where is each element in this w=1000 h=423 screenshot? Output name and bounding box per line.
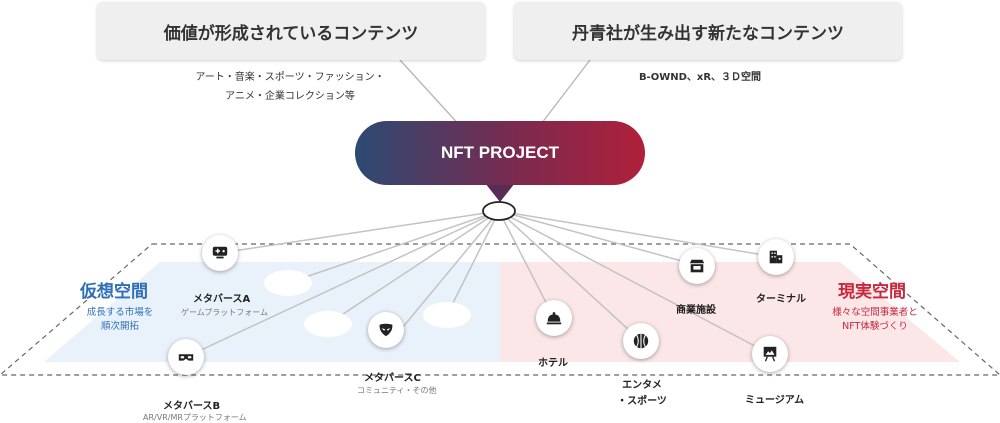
entertainment-sports-node[interactable] [623,323,659,359]
metaverse-a-label: メタバースA [193,294,251,305]
metaverse-a-sub: ゲームプラットフォーム [181,308,269,317]
metaverse-c-sub: コミュニティ・その他 [357,386,437,395]
nft-project-pill: NFT PROJECT [355,121,645,185]
nft-project-label: NFT PROJECT [440,143,560,162]
mask-icon [379,323,393,337]
existing-content-box: 価値が形成されているコンテンツ [97,2,485,60]
new-content-title: 丹青社が生み出す新たなコンテンツ [572,23,844,44]
buildings-icon [769,250,783,264]
existing-content-desc: アート・音楽・スポーツ・ファッション・ アニメ・企業コレクション等 [180,68,400,106]
real-desc-line2: NFT体験づくり [842,321,908,332]
new-content-desc: B-OWND、xR、３Ｄ空間 [590,68,810,87]
museum-node[interactable] [752,336,788,372]
placeholder-nodes [264,270,471,337]
existing-content-desc-line2: アニメ・企業コレクション等 [225,91,355,102]
platform-outline [0,243,1000,376]
terminal-node[interactable] [758,239,794,275]
existing-content-desc-line1: アート・音楽・スポーツ・ファッション・ [195,72,385,83]
metaverse-b-sub: AR/VR/MRプラットフォーム [143,413,247,422]
commercial-facility-label: 商業施設 [676,305,716,316]
virtual-desc-line2: 順次開拓 [100,321,139,332]
real-space-title: 現実空間 [838,282,906,302]
metaverse-c-label: メタバースC [364,373,421,384]
entertainment-sports-label: エンタメ ・スポーツ [615,378,669,410]
source-lines [399,59,591,129]
virtual-space-desc: 成長する市場を 順次開拓 [78,306,162,334]
game-controller-icon [212,246,228,259]
real-space-desc: 様々な空間事業者と NFT体験づくり [820,306,930,334]
terminal-label: ターミナル [756,294,806,305]
virtual-desc-line1: 成長する市場を [86,307,154,318]
new-content-desc-text: B-OWND、xR、３Ｄ空間 [638,72,762,83]
storefront-icon [689,259,705,273]
metaverse-c-node[interactable] [368,312,404,348]
metaverse-b-node[interactable] [168,339,204,375]
hub-node [482,201,516,221]
basketball-icon [633,333,649,349]
metaverse-b-label: メタバースB [163,401,221,412]
sports-label-line2: ・スポーツ [617,396,667,407]
real-desc-line1: 様々な空間事業者と [832,307,918,318]
metaverse-a-node[interactable] [202,235,238,271]
entertainment-label-line1: エンタメ [622,380,662,391]
pill-pointer [485,183,515,202]
hotel-label: ホテル [538,358,568,369]
museum-label: ミュージアム [745,395,805,406]
hotel-node[interactable] [536,300,572,336]
service-bell-icon [546,312,562,325]
picture-easel-icon [763,346,777,362]
vr-goggles-icon [178,354,194,361]
real-region [500,262,960,362]
virtual-space-title: 仮想空間 [80,282,148,302]
new-content-box: 丹青社が生み出す新たなコンテンツ [514,2,902,60]
hub-spokes [185,210,777,358]
commercial-facility-node[interactable] [679,248,715,284]
existing-content-title: 価値が形成されているコンテンツ [163,23,419,44]
